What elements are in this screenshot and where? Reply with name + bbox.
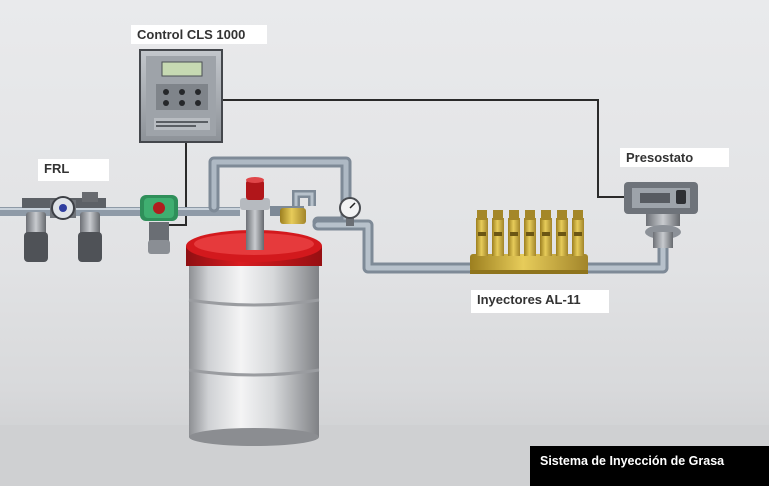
solenoid-valve [140, 195, 178, 254]
drum-pump [240, 177, 316, 250]
signal-wires [168, 99, 628, 226]
pressure-switch [624, 182, 698, 248]
injector-set-graphic [476, 210, 584, 256]
frl-label: FRL [38, 159, 110, 181]
injector-2 [492, 210, 504, 256]
air-supply-line [0, 207, 240, 216]
frl-unit [22, 192, 106, 262]
injector-6 [556, 210, 568, 256]
inyectores-label: Inyectores AL-11 [471, 290, 609, 313]
injector-3 [508, 210, 520, 256]
injector-5 [540, 210, 552, 256]
pressure-gauge [339, 197, 361, 226]
injector-7 [572, 210, 584, 256]
control-cls-label: Control CLS 1000 [131, 25, 268, 44]
control-unit [139, 49, 223, 143]
injector-4 [524, 210, 536, 256]
grease-drum [186, 230, 322, 446]
injector-block [470, 254, 588, 274]
injectors-group [474, 210, 586, 256]
presostato-label: Presostato [620, 148, 730, 167]
system-title-footer: Sistema de Inyección de Grasa [530, 446, 769, 486]
injector-1 [476, 210, 488, 256]
